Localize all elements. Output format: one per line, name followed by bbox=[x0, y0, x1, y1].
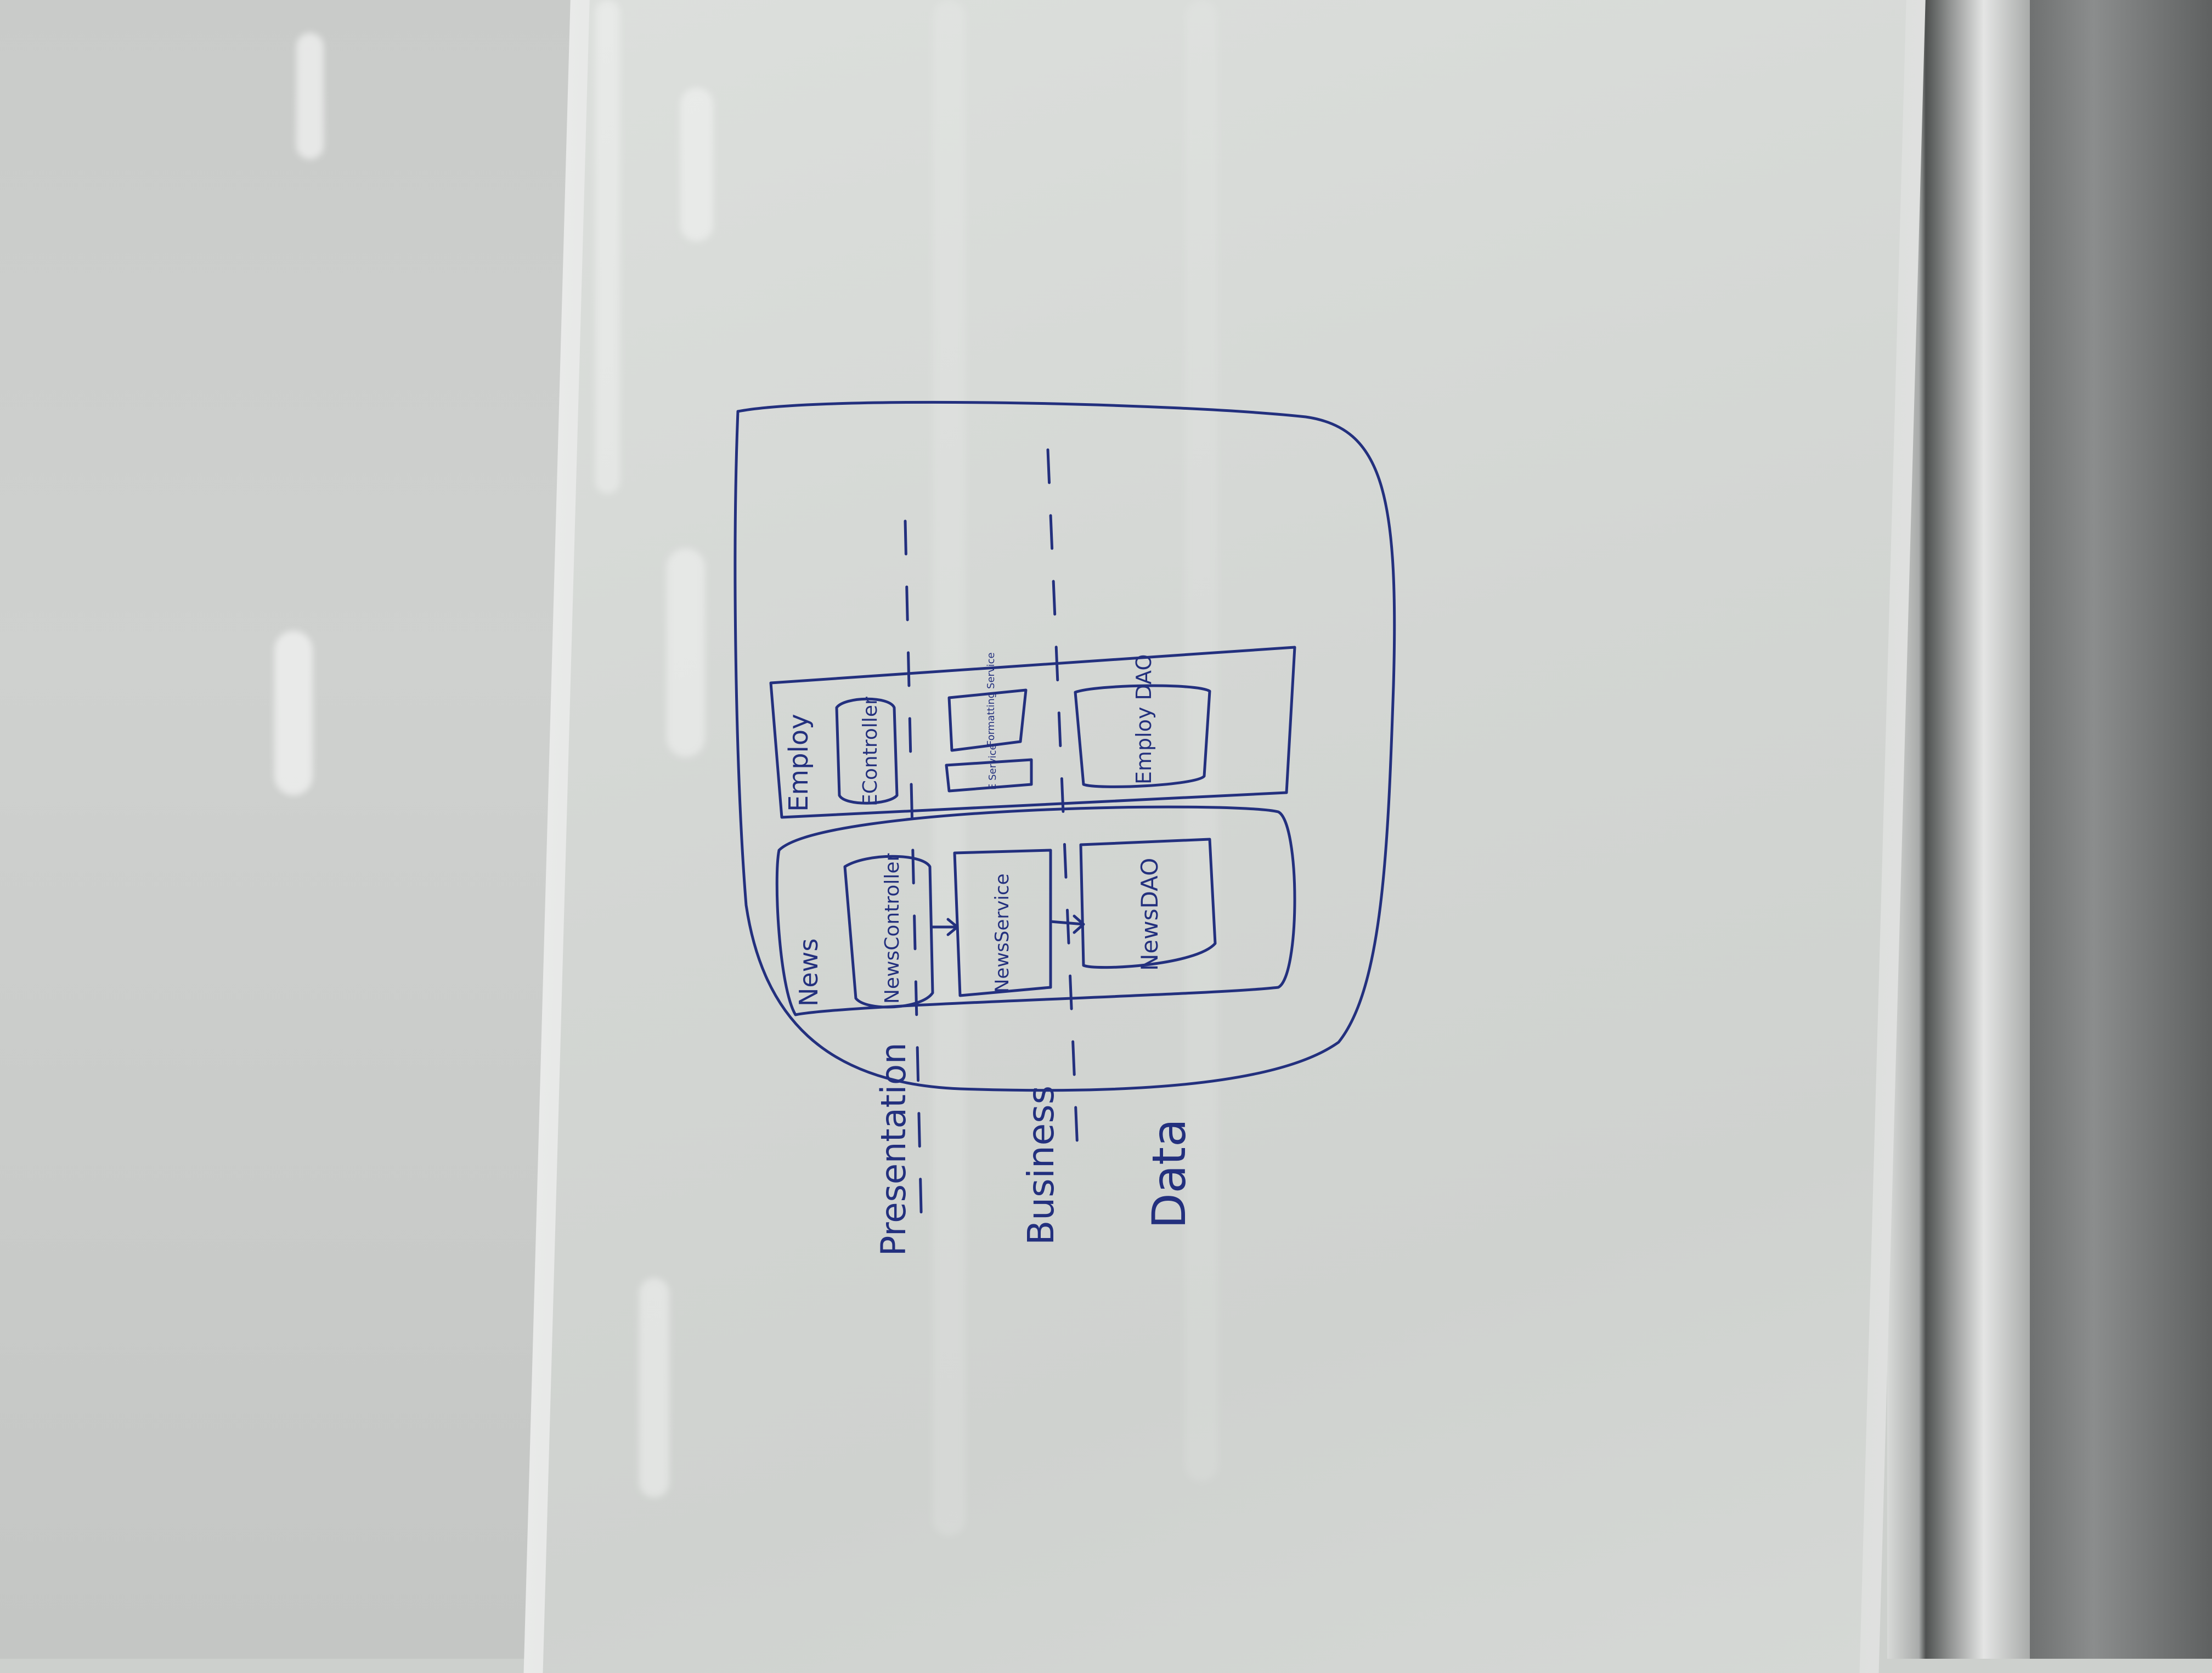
employ-module-box bbox=[769, 646, 1296, 819]
employ-dao-label: Employ DAO bbox=[1132, 654, 1156, 784]
data-layer-label: Data bbox=[1142, 1118, 1196, 1229]
news-dao-label: NewsDAO bbox=[1136, 858, 1163, 971]
light-reflection bbox=[595, 0, 620, 494]
arrow-service-to-dao bbox=[1049, 914, 1085, 934]
formatting-service-box bbox=[947, 688, 1028, 752]
news-service-box bbox=[953, 849, 1052, 997]
layer-divider-business-data bbox=[1046, 448, 1080, 1165]
light-reflection bbox=[274, 631, 313, 795]
arrow-controller-to-service bbox=[931, 918, 959, 936]
e-service-box bbox=[945, 758, 1033, 793]
employ-dao-box bbox=[1074, 684, 1211, 788]
news-dao-box bbox=[1079, 838, 1217, 969]
background-wall bbox=[0, 0, 606, 1659]
light-reflection bbox=[639, 1278, 669, 1497]
news-controller-label: NewsController bbox=[881, 853, 904, 1004]
employ-module-label: Employ bbox=[783, 714, 814, 812]
employ-controller-box bbox=[835, 697, 899, 805]
business-layer-label: Business bbox=[1020, 1086, 1062, 1245]
application-boundary bbox=[733, 400, 1396, 1092]
employ-controller-label: EController bbox=[859, 697, 882, 806]
layer-divider-presentation-business bbox=[904, 519, 923, 1236]
light-reflection bbox=[933, 0, 966, 1536]
light-reflection bbox=[296, 33, 324, 159]
news-module-box bbox=[775, 805, 1296, 1016]
e-service-label: E Service bbox=[987, 744, 998, 790]
light-reflection bbox=[667, 549, 705, 757]
news-service-label: NewsService bbox=[991, 873, 1013, 993]
news-controller-box bbox=[843, 855, 934, 1009]
news-module-label: News bbox=[794, 939, 823, 1007]
light-reflection bbox=[680, 88, 713, 241]
light-reflection bbox=[1185, 0, 1218, 1481]
formatting-service-label: Formatting Service bbox=[985, 652, 997, 746]
presentation-layer-label: Presentation bbox=[873, 1043, 913, 1256]
background-wall-right bbox=[2030, 0, 2212, 1659]
